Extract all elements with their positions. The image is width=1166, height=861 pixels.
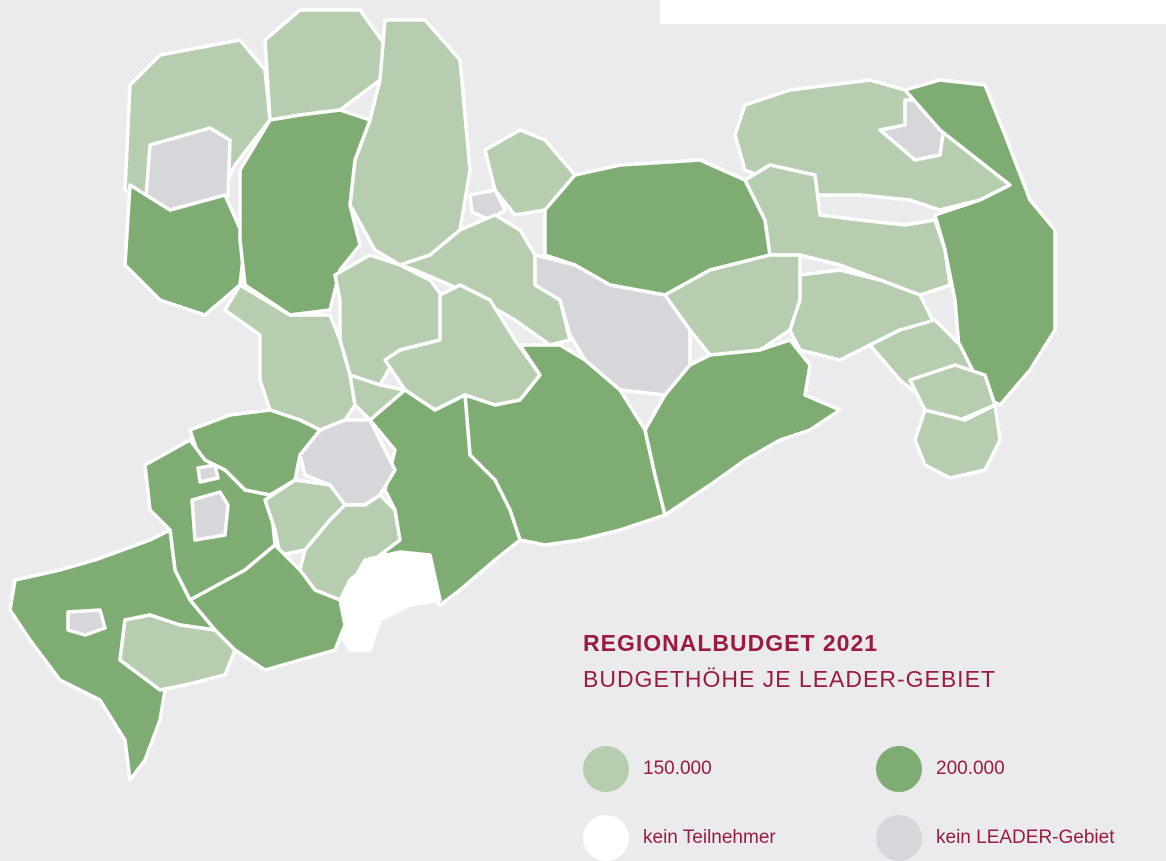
legend-item-kein-leader-gebiet: kein LEADER-Gebiet xyxy=(876,815,1114,861)
legend-label-kein-leader-gebiet: kein LEADER-Gebiet xyxy=(936,827,1115,848)
legend-swatch-200000 xyxy=(876,746,922,792)
legend-label-kein-teilnehmer: kein Teilnehmer xyxy=(643,827,776,848)
map-subtitle: BUDGETHÖHE JE LEADER-GEBIET xyxy=(583,666,996,692)
region-sc-dark-2 xyxy=(643,338,842,517)
region-nw-dark-2 xyxy=(238,108,372,317)
legend-swatch-kein-leader-gebiet xyxy=(876,815,922,861)
legend-item-150000: 150.000 xyxy=(583,746,712,792)
region-sc-dark-1 xyxy=(463,343,667,547)
top-panel xyxy=(660,0,1166,24)
legend-label-150000: 150.000 xyxy=(643,758,712,779)
map-title: REGIONALBUDGET 2021 xyxy=(583,630,879,656)
legend-label-200000: 200.000 xyxy=(936,758,1005,779)
region-north-light-1 xyxy=(263,8,387,122)
legend-item-kein-teilnehmer: kein Teilnehmer xyxy=(583,815,776,861)
region-east-light-5 xyxy=(913,403,1002,480)
region-sw-grey-small xyxy=(196,463,220,484)
region-nw-dark-1 xyxy=(123,183,247,317)
legend-item-200000: 200.000 xyxy=(876,746,1005,792)
region-sw-light-3 xyxy=(118,613,237,692)
legend-swatch-150000 xyxy=(583,746,629,792)
region-sw-grey-2 xyxy=(66,608,107,637)
legend-swatch-kein-teilnehmer xyxy=(583,815,629,861)
region-sw-grey xyxy=(190,490,230,542)
